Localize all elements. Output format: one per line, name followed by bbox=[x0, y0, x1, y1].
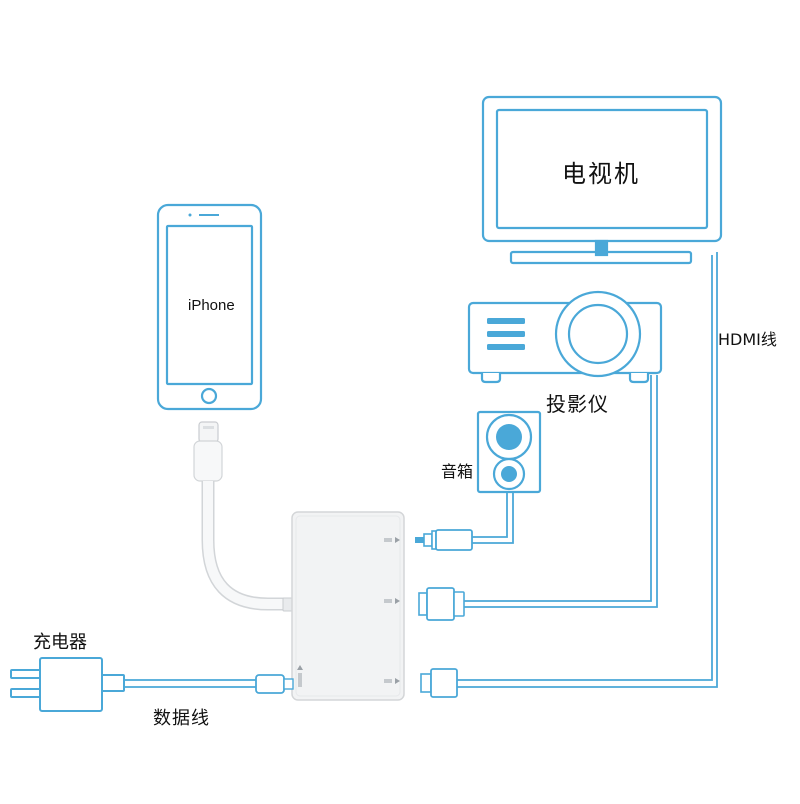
lightning-connector bbox=[193, 421, 223, 482]
tv-label: 电视机 bbox=[562, 160, 640, 188]
vga-connector bbox=[418, 587, 465, 621]
audio-jack bbox=[415, 529, 473, 551]
speaker-label: 音箱 bbox=[441, 462, 474, 481]
iphone-label: iPhone bbox=[188, 297, 235, 314]
hdmi-cable-label: HDMI线 bbox=[718, 330, 777, 349]
tv-icon bbox=[481, 95, 723, 265]
projector-icon bbox=[467, 290, 663, 384]
iphone-icon bbox=[156, 203, 263, 411]
lightning-cable bbox=[201, 481, 296, 612]
hub-adapter bbox=[291, 511, 405, 701]
audio-cable bbox=[472, 492, 514, 544]
charger-label: 充电器 bbox=[33, 632, 87, 653]
projector-label: 投影仪 bbox=[546, 392, 609, 416]
vga-cable bbox=[462, 375, 658, 608]
data-cable-label: 数据线 bbox=[153, 708, 210, 729]
speaker-icon bbox=[476, 410, 542, 494]
charger-icon bbox=[10, 657, 125, 712]
hdmi-cable bbox=[456, 252, 718, 688]
data-cable bbox=[124, 674, 294, 694]
hdmi-connector bbox=[420, 668, 458, 698]
